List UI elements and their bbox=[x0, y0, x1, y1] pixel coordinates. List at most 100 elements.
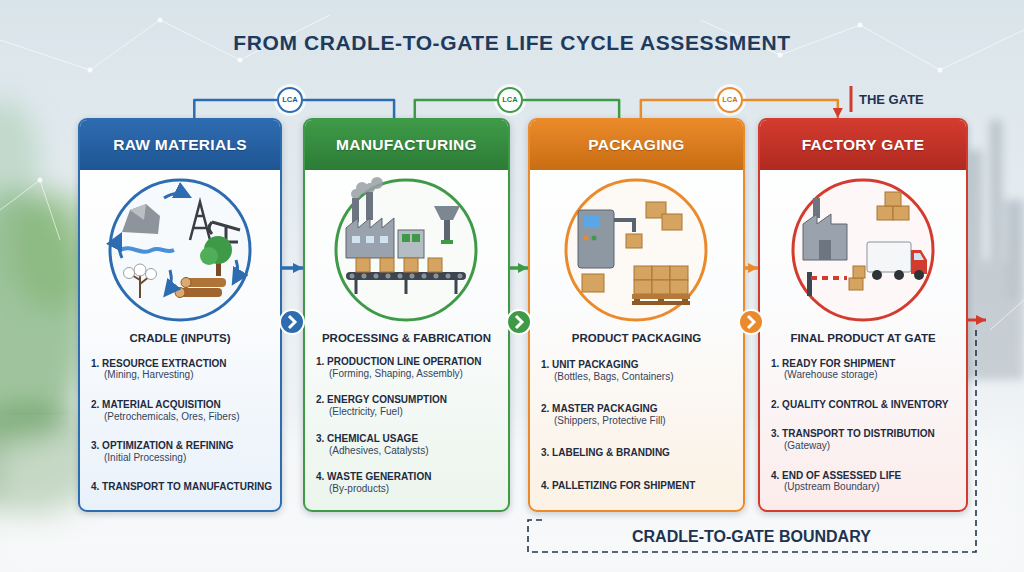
step-item: 1. READY FOR SHIPMENT(Warehouse storage) bbox=[771, 358, 960, 382]
lca-badge: LCA bbox=[277, 87, 303, 113]
panel-header-band: MANUFACTURING bbox=[305, 120, 508, 170]
step-detail: (Warehouse storage) bbox=[771, 369, 960, 381]
step-detail: (Petrochemicals, Ores, Fibers) bbox=[91, 411, 274, 423]
step-detail: (Forming, Shaping, Assembly) bbox=[316, 368, 502, 380]
panel-header-band: PACKAGING bbox=[530, 120, 743, 170]
exit-arrow bbox=[968, 319, 986, 322]
step-list: 1. RESOURCE EXTRACTION(Mining, Harvestin… bbox=[80, 349, 280, 510]
step-detail: (Upstream Boundary) bbox=[771, 481, 960, 493]
panel-heading: FACTORY GATE bbox=[802, 136, 925, 154]
illustration-space bbox=[760, 170, 966, 332]
step-title: 2. ENERGY CONSUMPTION bbox=[316, 394, 502, 406]
panel-subheading: FINAL PRODUCT AT GATE bbox=[766, 332, 960, 346]
illustration-space bbox=[305, 170, 508, 332]
boundary-label: CRADLE-TO-GATE BOUNDARY bbox=[632, 528, 871, 546]
step-title: 1. READY FOR SHIPMENT bbox=[771, 358, 960, 370]
step-title: 4. TRANSPORT TO MANUFACTURING bbox=[91, 481, 274, 493]
panel-subheading-area: PRODUCT PACKAGING bbox=[530, 332, 743, 349]
step-detail: (Shippers, Protective Fill) bbox=[541, 415, 737, 427]
lca-connector bbox=[415, 100, 497, 118]
raw-materials-illustration bbox=[110, 180, 250, 320]
illustration-space bbox=[80, 170, 280, 332]
stage-panel: MANUFACTURING PROCESSING & FABRICATION 1. … bbox=[303, 118, 510, 512]
step-item: 4. WASTE GENERATION(By-products) bbox=[316, 471, 502, 495]
stage-panel: PACKAGING PRODUCT PACKAGING 1. UNIT PACKAG… bbox=[528, 118, 745, 512]
step-item: 3. OPTIMIZATION & REFINING(Initial Proce… bbox=[91, 440, 274, 464]
packaging-illustration bbox=[566, 180, 706, 320]
panel-subheading: PRODUCT PACKAGING bbox=[536, 332, 737, 346]
step-title: 1. UNIT PACKAGING bbox=[541, 359, 737, 371]
badge-text: LCA bbox=[722, 96, 737, 104]
step-detail: (Adhesives, Catalysts) bbox=[316, 445, 502, 457]
stage-panel: RAW MATERIALS CRADLE (INPUTS) 1. RESOURCE … bbox=[78, 118, 282, 512]
chevron-symbol bbox=[739, 310, 763, 334]
step-detail: (Gateway) bbox=[771, 440, 960, 452]
step-title: 4. WASTE GENERATION bbox=[316, 471, 502, 483]
step-detail: (Electricity, Fuel) bbox=[316, 406, 502, 418]
flow-arrow bbox=[282, 266, 303, 270]
step-title: 1. PRODUCTION LINE OPERATION bbox=[316, 356, 502, 368]
lca-connector bbox=[194, 100, 277, 118]
gate-label: THE GATE bbox=[859, 92, 924, 107]
boundary-bracket bbox=[528, 330, 976, 552]
flow-arrow bbox=[510, 266, 528, 270]
step-item: 1. UNIT PACKAGING(Bottles, Bags, Contain… bbox=[541, 359, 737, 383]
diagram-title: FROM CRADLE-TO-GATE LIFE CYCLE ASSESSMEN… bbox=[0, 31, 1024, 55]
step-item: 1. RESOURCE EXTRACTION(Mining, Harvestin… bbox=[91, 358, 274, 382]
badge-text: LCA bbox=[282, 96, 297, 104]
step-item: 2. MASTER PACKAGING(Shippers, Protective… bbox=[541, 403, 737, 427]
step-item: 2. QUALITY CONTROL & INVENTORY bbox=[771, 399, 960, 411]
step-list: 1. READY FOR SHIPMENT(Warehouse storage)… bbox=[760, 349, 966, 510]
step-detail: (Bottles, Bags, Containers) bbox=[541, 371, 737, 383]
chevron-symbol bbox=[507, 310, 531, 334]
step-item: 3. CHEMICAL USAGE(Adhesives, Catalysts) bbox=[316, 433, 502, 457]
stage-panel: FACTORY GATE FINAL PRODUCT AT GATE 1. READ… bbox=[758, 118, 968, 512]
step-title: 3. OPTIMIZATION & REFINING bbox=[91, 440, 274, 452]
panel-subheading-area: CRADLE (INPUTS) bbox=[80, 332, 280, 349]
step-item: 4. PALLETIZING FOR SHIPMENT bbox=[541, 480, 737, 492]
step-title: 2. QUALITY CONTROL & INVENTORY bbox=[771, 399, 960, 411]
step-detail: (Mining, Harvesting) bbox=[91, 369, 274, 381]
chevron-symbol bbox=[280, 310, 304, 334]
lca-connector bbox=[523, 100, 619, 118]
panel-subheading-area: PROCESSING & FABRICATION bbox=[305, 332, 508, 349]
lca-connector bbox=[641, 100, 717, 118]
step-title: 4. PALLETIZING FOR SHIPMENT bbox=[541, 480, 737, 492]
lca-badge: LCA bbox=[717, 87, 743, 113]
flow-arrow bbox=[745, 266, 758, 270]
panel-subheading-area: FINAL PRODUCT AT GATE bbox=[760, 332, 966, 349]
step-item: 2. MATERIAL ACQUISITION(Petrochemicals, … bbox=[91, 399, 274, 423]
panel-heading: RAW MATERIALS bbox=[113, 136, 247, 154]
panel-header-band: FACTORY GATE bbox=[760, 120, 966, 170]
step-item: 4. END OF ASSESSED LIFE(Upstream Boundar… bbox=[771, 470, 960, 494]
step-detail: (Initial Processing) bbox=[91, 452, 274, 464]
lca-connector bbox=[303, 100, 394, 118]
step-item: 3. LABELING & BRANDING bbox=[541, 447, 737, 459]
gate-marker bbox=[850, 86, 853, 112]
step-title: 3. TRANSPORT TO DISTRIBUTION bbox=[771, 428, 960, 440]
step-list: 1. PRODUCTION LINE OPERATION(Forming, Sh… bbox=[305, 349, 508, 510]
step-title: 4. END OF ASSESSED LIFE bbox=[771, 470, 960, 482]
panel-heading: MANUFACTURING bbox=[336, 136, 477, 154]
lca-connector bbox=[743, 100, 838, 118]
panel-heading: PACKAGING bbox=[588, 136, 684, 154]
manufacturing-illustration bbox=[336, 177, 476, 320]
panel-subheading: CRADLE (INPUTS) bbox=[86, 332, 274, 346]
panel-header-band: RAW MATERIALS bbox=[80, 120, 280, 170]
step-item: 3. TRANSPORT TO DISTRIBUTION(Gateway) bbox=[771, 428, 960, 452]
step-title: 3. CHEMICAL USAGE bbox=[316, 433, 502, 445]
illustration-space bbox=[530, 170, 743, 332]
step-title: 2. MASTER PACKAGING bbox=[541, 403, 737, 415]
step-title: 1. RESOURCE EXTRACTION bbox=[91, 358, 274, 370]
lca-badge: LCA bbox=[497, 87, 523, 113]
panel-subheading: PROCESSING & FABRICATION bbox=[311, 332, 502, 346]
badge-text: LCA bbox=[502, 96, 517, 104]
step-item: 1. PRODUCTION LINE OPERATION(Forming, Sh… bbox=[316, 356, 502, 380]
step-item: 2. ENERGY CONSUMPTION(Electricity, Fuel) bbox=[316, 394, 502, 418]
step-list: 1. UNIT PACKAGING(Bottles, Bags, Contain… bbox=[530, 349, 743, 510]
step-detail: (By-products) bbox=[316, 483, 502, 495]
factory-gate-illustration bbox=[793, 180, 933, 320]
step-item: 4. TRANSPORT TO MANUFACTURING bbox=[91, 481, 274, 493]
step-title: 2. MATERIAL ACQUISITION bbox=[91, 399, 274, 411]
